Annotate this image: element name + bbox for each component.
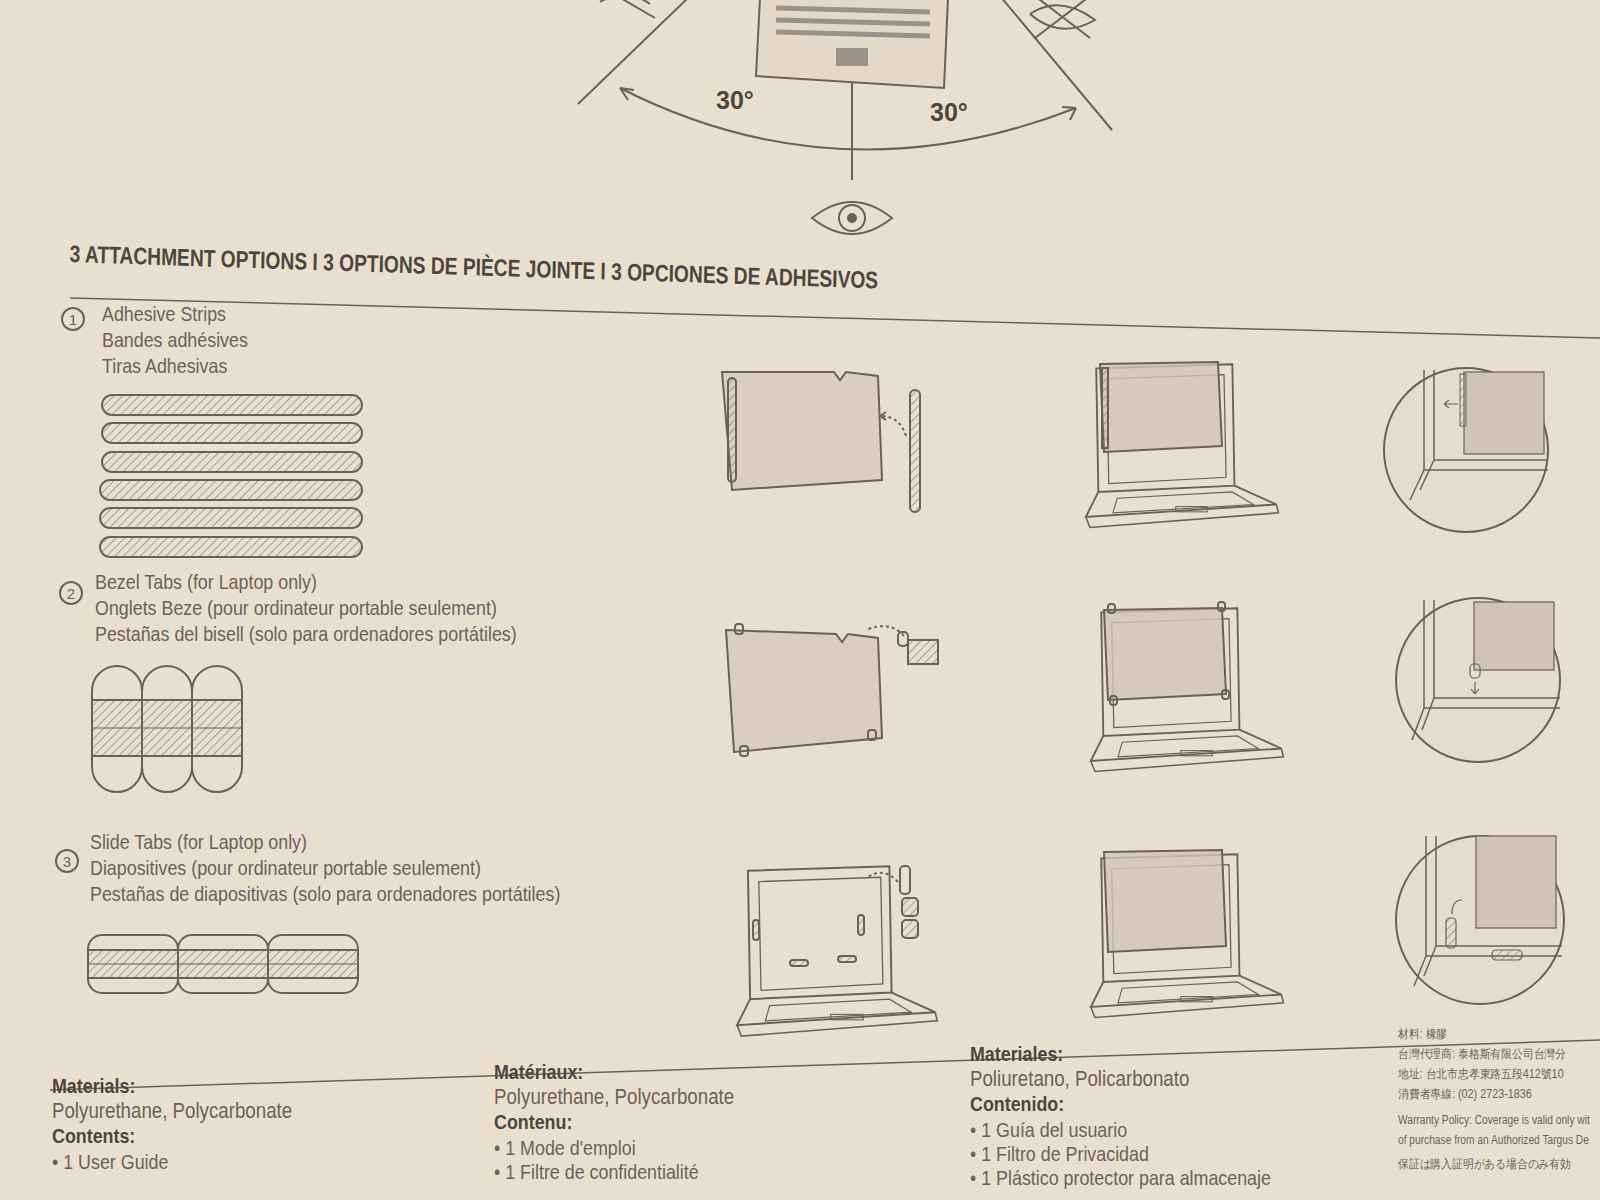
fine-print: 保証は購入証明がある場合のみ有効 xyxy=(1398,1158,1571,1172)
option-text: Onglets Beze (pour ordinateur portable s… xyxy=(95,596,497,620)
contents-item: • 1 Plástico protector para almacenaje xyxy=(970,1166,1271,1190)
option-text: Bezel Tabs (for Laptop only) xyxy=(95,570,317,594)
option-text: Adhesive Strips xyxy=(102,302,226,326)
angle-label: 30° xyxy=(716,86,754,115)
option-text: Tiras Adhesivas xyxy=(102,354,227,378)
option-text: Pestañas del bisell (solo para ordenador… xyxy=(95,622,517,646)
contents-item: • 1 Filtro de Privacidad xyxy=(970,1142,1149,1166)
angle-label: 30° xyxy=(930,98,968,127)
contents-item: • 1 Mode d'emploi xyxy=(494,1136,636,1160)
fine-print: 地址: 台北市忠孝東路五段412號10 xyxy=(1398,1068,1564,1082)
title: 3 ATTACHMENT OPTIONS I 3 OPTIONS DE PIÈC… xyxy=(69,240,878,294)
materials-text: Polyurethane, Polycarbonate xyxy=(52,1098,292,1123)
callout-number: 2 xyxy=(67,586,75,601)
materials-text: Poliuretano, Policarbonato xyxy=(970,1066,1189,1091)
option-text: Slide Tabs (for Laptop only) xyxy=(90,830,307,854)
callout-number: 1 xyxy=(69,312,77,327)
materials-text: Polyurethane, Polycarbonate xyxy=(494,1084,734,1109)
contents-item: • 1 Guía del usuario xyxy=(970,1118,1127,1142)
section-heading: Contenido: xyxy=(970,1092,1064,1116)
contents-item: • 1 User Guide xyxy=(52,1150,168,1174)
section-heading: Materials: xyxy=(52,1074,135,1098)
section-heading: Contenu: xyxy=(494,1110,572,1134)
fine-print: 台灣代理商: 泰格斯有限公司台灣分 xyxy=(1398,1048,1566,1062)
section-heading: Matériaux: xyxy=(494,1060,583,1084)
fine-print: Warranty Policy: Coverage is valid only … xyxy=(1398,1114,1590,1128)
section-heading: Materiales: xyxy=(970,1042,1063,1066)
callout-circle: 1 xyxy=(61,307,85,331)
fine-print: of purchase from an Authorized Targus De xyxy=(1398,1134,1589,1148)
section-heading: Contents: xyxy=(52,1124,135,1148)
option-text: Pestañas de diapositivas (solo para orde… xyxy=(90,882,560,906)
callout-circle: 2 xyxy=(59,581,83,605)
contents-item: • 1 Filtre de confidentialité xyxy=(494,1160,699,1184)
option-text: Diapositives (pour ordinateur portable s… xyxy=(90,856,481,880)
fine-print: 材料: 橡膠 xyxy=(1398,1028,1447,1042)
callout-circle: 3 xyxy=(55,849,79,873)
option-text: Bandes adhésives xyxy=(102,328,248,352)
callout-number: 3 xyxy=(63,854,71,869)
fine-print: 消費者專線: (02) 2723-1836 xyxy=(1398,1088,1532,1102)
